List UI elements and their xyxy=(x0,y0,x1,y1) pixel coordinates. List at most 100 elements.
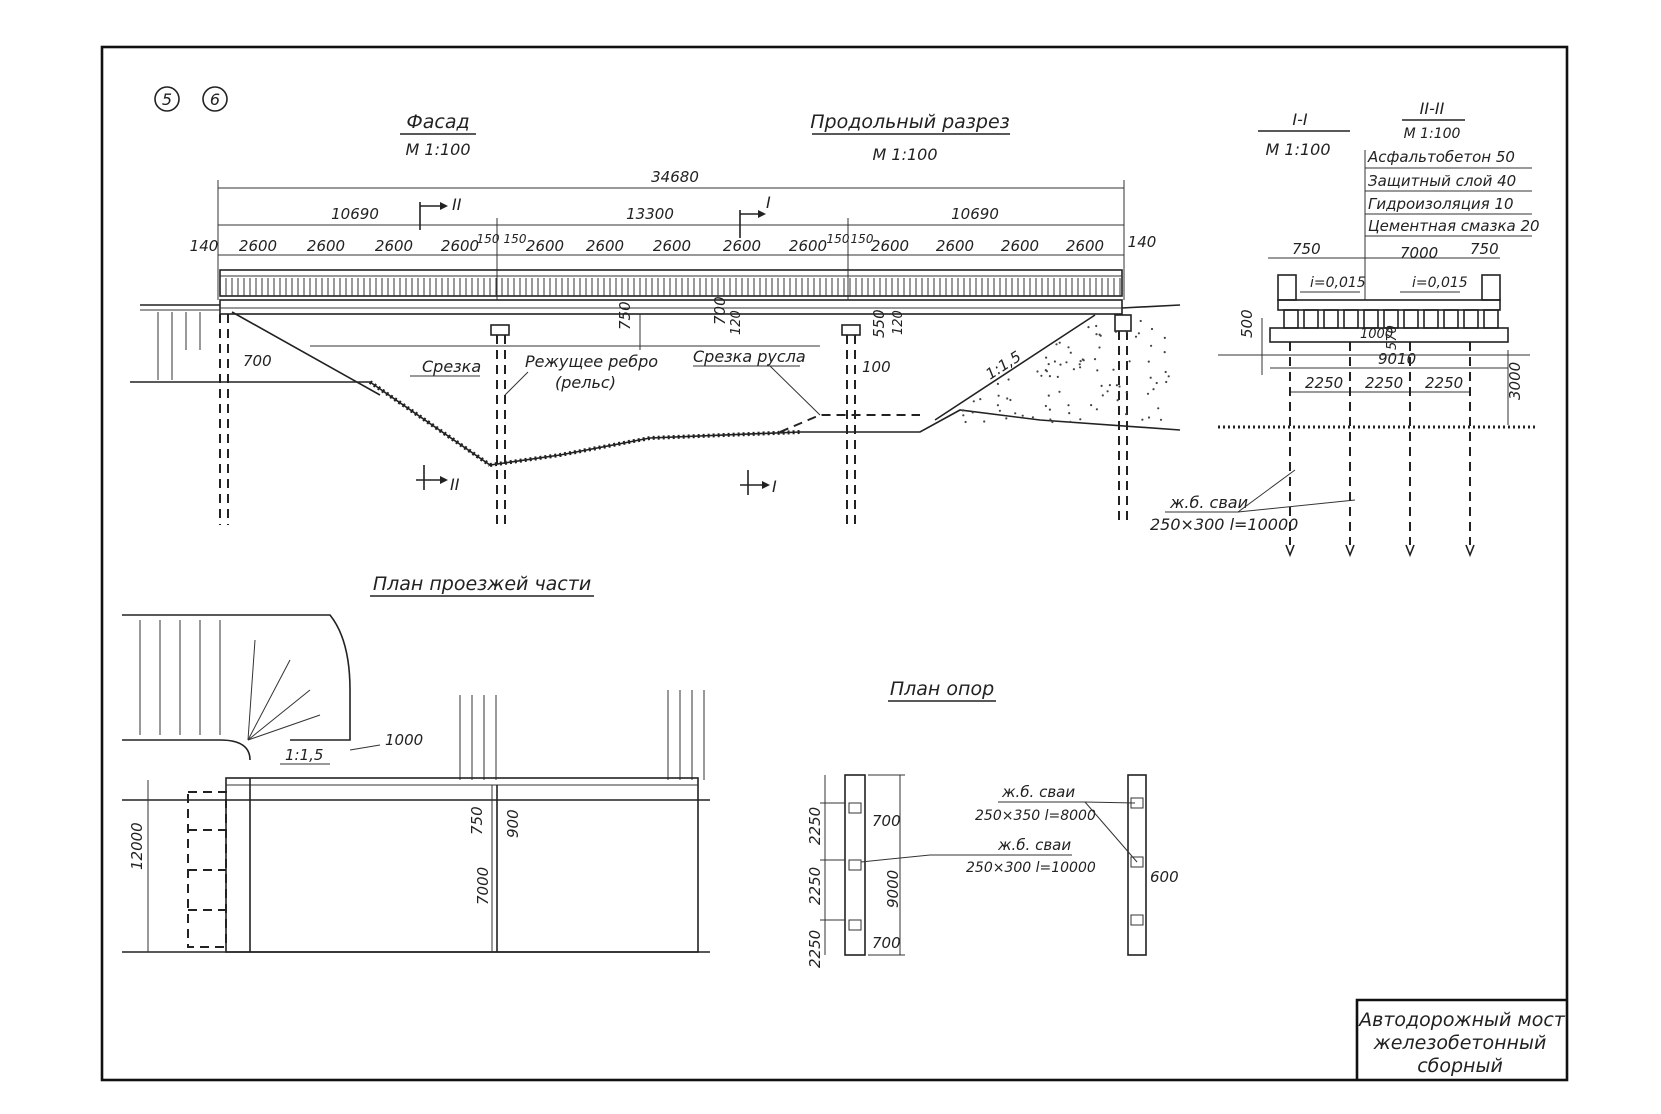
slope-left: i=0,015 xyxy=(1310,275,1366,291)
cross-section: Асфальтобетон 50 Защитный слой 40 Гидрои… xyxy=(1218,148,1540,558)
ground-profile xyxy=(130,381,1181,466)
sp-spacing-1: 2250 xyxy=(806,807,824,845)
channel-cut-line xyxy=(779,414,920,433)
piles-label: ж.б. сваи xyxy=(1169,493,1248,512)
dim-bay: 2600 xyxy=(375,237,413,255)
view-titles: Фасад М 1:100 Продольный разрез М 1:100 … xyxy=(370,99,1465,702)
dim-sidewalk-right: 750 xyxy=(1470,240,1499,258)
cutting-edge-label: Режущее ребро xyxy=(525,352,658,371)
sp-offset-bottom: 700 xyxy=(872,934,901,952)
dim-bay: 2600 xyxy=(723,237,761,255)
title-block: Автодорожный мост железобетонный сборный xyxy=(1355,998,1567,1080)
dim-edge-left: 140 xyxy=(190,237,219,255)
sp-offset-top: 700 xyxy=(872,812,901,830)
section-2-title: II-II xyxy=(1420,99,1445,118)
right-embankment-fill xyxy=(961,319,1170,424)
dim-bay: 2600 xyxy=(936,237,974,255)
dim-100: 100 xyxy=(862,358,891,376)
dim-120: 120 xyxy=(729,310,744,335)
channel-cut-label: Срезка русла xyxy=(693,347,806,366)
sp-length: 9000 xyxy=(884,870,902,908)
cut-mark-1-top: I xyxy=(766,193,771,212)
pavement-layers: Асфальтобетон 50 Защитный слой 40 Гидрои… xyxy=(1364,148,1540,300)
dim-bay: 2600 xyxy=(653,237,691,255)
layer-4: Цементная смазка 20 xyxy=(1368,217,1540,235)
dim-edge-right: 140 xyxy=(1128,233,1157,251)
sp-pile-b-spec: 250×300 l=10000 xyxy=(966,860,1096,876)
dim-sidewalk-left: 750 xyxy=(1292,240,1321,258)
dim-pile-spacing-1: 2250 xyxy=(1305,374,1343,392)
slope-label: 1:1,5 xyxy=(982,347,1024,383)
plan-curb: 750 xyxy=(468,806,486,835)
longitudinal-scale: М 1:100 xyxy=(873,145,938,164)
dim-bay: 2600 xyxy=(526,237,564,255)
right-embankment-slope xyxy=(934,314,1096,421)
title-line-1: Автодорожный мост xyxy=(1357,1009,1566,1031)
left-approach-fill xyxy=(157,312,201,380)
dim-700-left: 700 xyxy=(243,352,272,370)
dim-bay: 2600 xyxy=(586,237,624,255)
plan-slope: 1:1,5 xyxy=(285,746,323,764)
sp-pile-a-name: ж.б. сваи xyxy=(1001,783,1075,801)
section-2-scale: М 1:100 xyxy=(1404,126,1461,142)
mark-5: 5 xyxy=(162,90,172,109)
dim-span-left: 10690 xyxy=(331,205,379,223)
cut-label: Срезка xyxy=(422,357,481,376)
sp-abutment-offset: 600 xyxy=(1150,868,1179,886)
dim-pile-spacing-2: 2250 xyxy=(1365,374,1403,392)
dim-roadway: 7000 xyxy=(1400,244,1438,262)
longitudinal-title: Продольный разрез xyxy=(810,111,1010,133)
piers xyxy=(219,314,1132,525)
cutting-edge-sub: (рельс) xyxy=(555,373,616,392)
dim-span-middle: 13300 xyxy=(626,205,674,223)
mark-6: 6 xyxy=(210,90,220,109)
slope-right: i=0,015 xyxy=(1412,275,1468,291)
cross-section-piles xyxy=(1285,342,1475,558)
layer-1: Асфальтобетон 50 xyxy=(1367,148,1515,166)
facade-view: 34680 10690 13300 10690 140 140 2600 260… xyxy=(130,168,1356,534)
dim-bay: 2600 xyxy=(239,237,277,255)
sp-pile-b-name: ж.б. сваи xyxy=(997,836,1071,854)
cut-mark-1-bottom: I xyxy=(772,477,777,496)
layer-3: Гидроизоляция 10 xyxy=(1368,195,1514,213)
dim-bay: 2600 xyxy=(1066,237,1104,255)
section-1-title: I-I xyxy=(1292,110,1307,129)
sp-pile-a-spec: 250×350 l=8000 xyxy=(975,808,1096,824)
abutment-piles-plan xyxy=(187,791,227,948)
dim-joint: 150 xyxy=(477,232,500,246)
left-embankment-slope xyxy=(231,311,381,396)
title-line-2: железобетонный xyxy=(1373,1032,1547,1054)
dim-bay: 2600 xyxy=(1001,237,1039,255)
dim-span-right: 10690 xyxy=(951,205,999,223)
plan-sidewalk: 900 xyxy=(504,809,522,838)
dim-joint: 150 xyxy=(851,232,874,246)
sp-spacing-2: 2250 xyxy=(806,867,824,905)
dim-bay: 2600 xyxy=(307,237,345,255)
pier-plan xyxy=(844,774,866,956)
dim-750: 750 xyxy=(616,301,634,330)
roadway-deck-plan xyxy=(225,777,699,953)
dim-beam: 1000 xyxy=(1360,327,1393,342)
sheet-frame xyxy=(100,45,1569,1082)
dim-height: 500 xyxy=(1238,309,1256,338)
dim-joint: 150 xyxy=(827,232,850,246)
dim-550: 550 xyxy=(870,309,888,338)
facade-scale: М 1:100 xyxy=(406,140,471,159)
deck-slab xyxy=(1277,299,1501,311)
dim-bay: 2600 xyxy=(789,237,827,255)
dim-bay: 2600 xyxy=(441,237,479,255)
dim-700: 700 xyxy=(711,296,729,325)
sp-spacing-3: 2250 xyxy=(806,930,824,968)
supports-plan: 2250 2250 2250 700 700 9000 600 ж.б. сва… xyxy=(806,774,1179,968)
pier-piles-plan xyxy=(848,802,862,931)
sheet-marks: 5 6 xyxy=(154,86,228,112)
plan-width-total: 12000 xyxy=(128,822,146,870)
facade-title: Фасад xyxy=(406,111,469,133)
dim-joint: 150 xyxy=(504,232,527,246)
dim-pile-spacing-3: 2250 xyxy=(1425,374,1463,392)
dim-total: 34680 xyxy=(651,168,699,186)
dim-pile-depth: 3000 xyxy=(1506,362,1524,400)
cut-mark-2-top: II xyxy=(452,195,462,214)
supports-plan-title: План опор xyxy=(890,678,994,700)
